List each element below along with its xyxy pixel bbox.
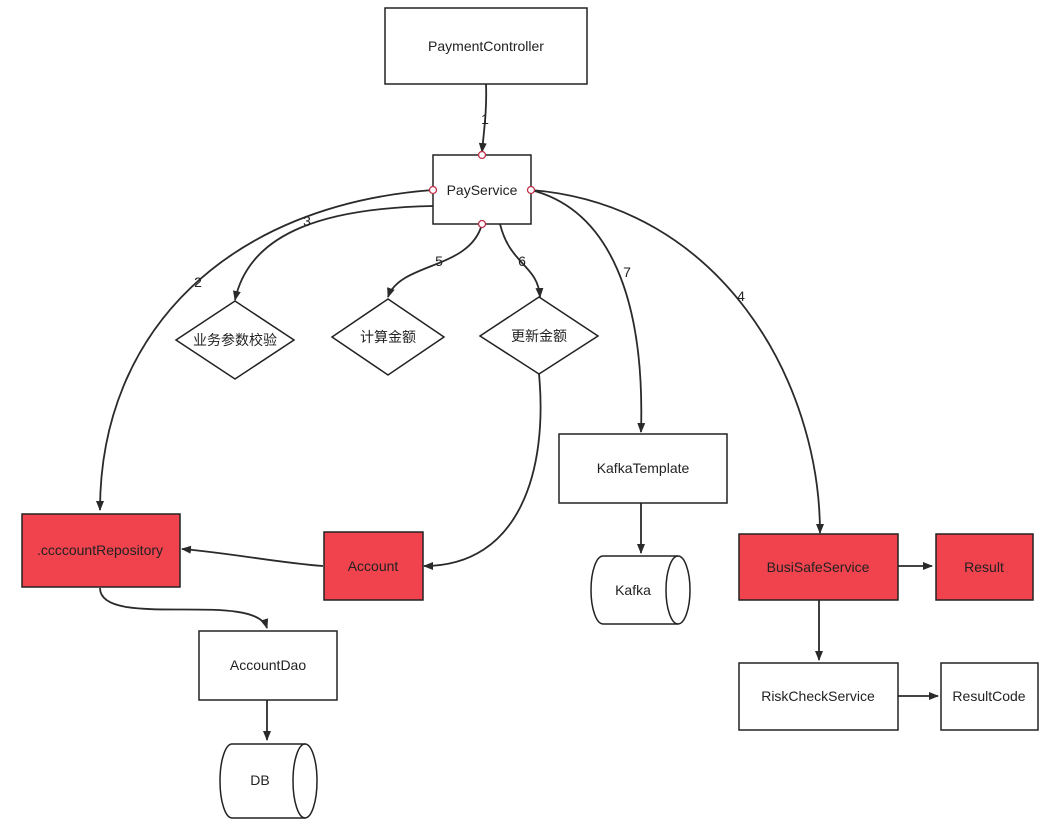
account-dao-label: AccountDao bbox=[230, 657, 306, 673]
node-validate-params[interactable]: 业务参数校验 bbox=[174, 300, 296, 380]
kafka-label: Kafka bbox=[615, 582, 651, 598]
port-left bbox=[428, 185, 438, 195]
node-db[interactable]: DB bbox=[219, 743, 318, 819]
edge-2 bbox=[96, 189, 434, 511]
kafka-template-label: KafkaTemplate bbox=[597, 460, 690, 476]
pay-service-label: PayService bbox=[447, 182, 518, 198]
result-code-label: ResultCode bbox=[952, 688, 1025, 704]
node-pay-service[interactable]: PayService bbox=[428, 150, 536, 229]
edge-account-to-repository bbox=[181, 545, 324, 567]
busi-safe-service-label: BusiSafeService bbox=[767, 559, 870, 575]
db-label: DB bbox=[250, 772, 269, 788]
payment-controller-label: PaymentController bbox=[428, 38, 544, 54]
edge-label-5: 5 bbox=[435, 253, 443, 269]
validate-params-label: 业务参数校验 bbox=[193, 332, 277, 348]
edge-6 bbox=[499, 223, 544, 298]
edge-1 bbox=[478, 83, 488, 153]
node-account[interactable]: Account bbox=[323, 531, 424, 601]
edge-label-1: 1 bbox=[481, 111, 489, 127]
node-payment-controller[interactable]: PaymentController bbox=[384, 7, 588, 85]
edge-5 bbox=[387, 223, 483, 298]
edge-label-3: 3 bbox=[303, 213, 311, 229]
edge-update-to-account bbox=[423, 373, 542, 570]
edges bbox=[96, 83, 939, 741]
result-label: Result bbox=[964, 559, 1004, 575]
edge-3 bbox=[232, 205, 434, 301]
calc-amount-label: 计算金额 bbox=[360, 329, 416, 345]
node-account-dao[interactable]: AccountDao bbox=[198, 630, 338, 701]
port-bottom bbox=[477, 219, 487, 229]
edge-labels: 1 2 3 4 5 6 7 bbox=[194, 111, 745, 304]
node-result[interactable]: Result bbox=[935, 533, 1034, 601]
port-top bbox=[477, 150, 487, 160]
edge-7 bbox=[530, 189, 646, 433]
edge-4 bbox=[530, 189, 824, 534]
risk-check-service-label: RiskCheckService bbox=[761, 688, 875, 704]
update-amount-label: 更新金额 bbox=[511, 328, 567, 344]
edge-label-4: 4 bbox=[737, 288, 745, 304]
node-busi-safe-service[interactable]: BusiSafeService bbox=[738, 533, 899, 601]
edge-label-7: 7 bbox=[623, 264, 631, 280]
node-account-repository[interactable]: .ccccountRepository bbox=[21, 513, 181, 588]
account-repository-label: .ccccountRepository bbox=[37, 542, 163, 558]
node-result-code[interactable]: ResultCode bbox=[940, 662, 1039, 731]
nodes: PaymentController PayService 业务参数校验 计算金额… bbox=[21, 7, 1039, 819]
node-kafka-template[interactable]: KafkaTemplate bbox=[558, 433, 728, 504]
edge-label-6: 6 bbox=[518, 253, 526, 269]
node-update-amount[interactable]: 更新金额 bbox=[478, 296, 600, 375]
node-risk-check-service[interactable]: RiskCheckService bbox=[738, 662, 899, 731]
node-calc-amount[interactable]: 计算金额 bbox=[330, 298, 446, 376]
edge-label-2: 2 bbox=[194, 274, 202, 290]
port-right bbox=[526, 185, 536, 195]
account-label: Account bbox=[348, 558, 399, 574]
edge-repository-to-dao bbox=[99, 587, 269, 629]
node-kafka[interactable]: Kafka bbox=[590, 555, 691, 625]
